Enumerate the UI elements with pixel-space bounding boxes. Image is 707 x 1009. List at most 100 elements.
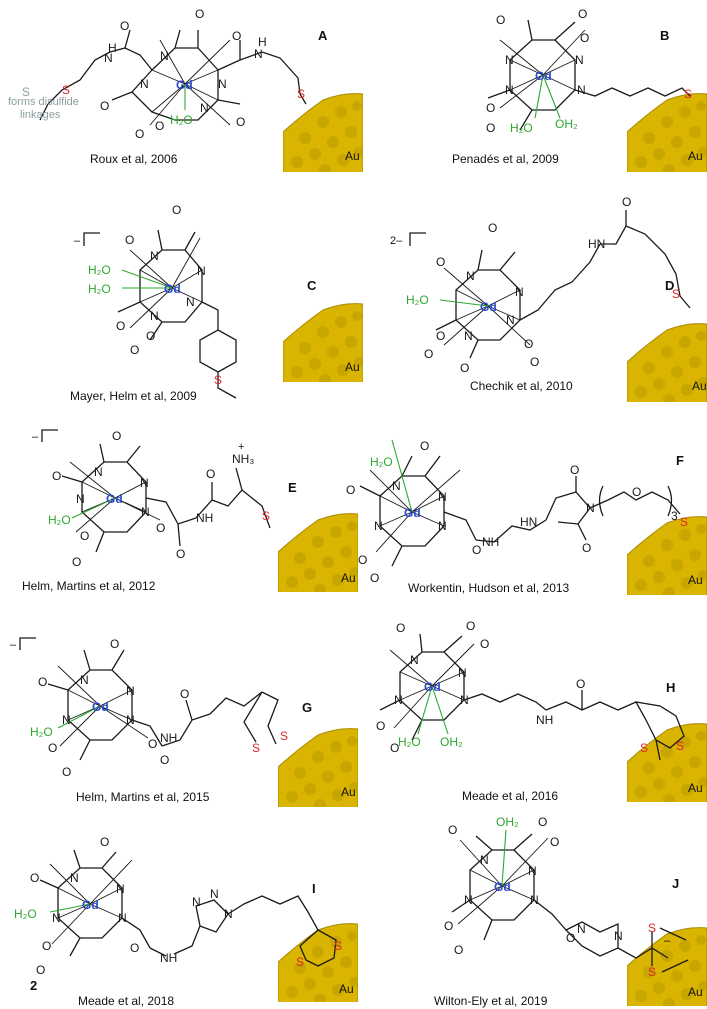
atom-o: O: [195, 7, 204, 21]
panel-citation: Roux et al, 2006: [90, 152, 178, 166]
atom-n: N: [80, 673, 89, 687]
water-bonds: [417, 685, 449, 735]
atom-o: O: [396, 621, 405, 635]
gadolinium-atom: Gd: [494, 880, 511, 894]
macrocycle-bonds: [111, 29, 241, 121]
atom-o: O: [146, 329, 155, 343]
atom-o: O: [100, 99, 109, 113]
atom-o: O: [622, 195, 631, 209]
coordination-bonds: [129, 237, 203, 329]
coordination-bonds: [57, 665, 149, 747]
atom-o: O: [370, 571, 379, 585]
gadolinium-atom: Gd: [164, 282, 181, 296]
atom-h: H: [108, 41, 117, 55]
water-bond: [391, 439, 413, 513]
dithiocarbamate-linker: [533, 899, 669, 966]
sulfur-atom: S: [648, 921, 656, 935]
atom-n: N: [458, 666, 467, 680]
atom-n: N: [140, 476, 149, 490]
atom-n: N: [374, 519, 383, 533]
sulfur-atom: S: [680, 515, 688, 529]
water-ligand: H₂O: [406, 293, 429, 307]
coordination-bonds: [457, 837, 549, 925]
sulfur-atom: S: [334, 939, 342, 953]
atom-o: O: [232, 29, 241, 43]
gold-label: Au: [688, 573, 703, 587]
atom-n: N: [438, 519, 447, 533]
water-bond: [49, 903, 91, 913]
atom-o: O: [486, 101, 495, 115]
atom-o: O: [100, 835, 109, 849]
atom-n: N: [104, 51, 113, 65]
atom-n: N: [118, 911, 127, 925]
macrocycle-bonds: [47, 649, 133, 761]
atom-n: N: [577, 922, 586, 936]
gadolinium-atom: Gd: [176, 78, 193, 92]
atom-o: O: [454, 943, 463, 957]
sulfur-atom: S: [297, 87, 305, 101]
gadolinium-atom: Gd: [480, 300, 497, 314]
panel-c: Au – Gd N N N N O O O O O H₂O H₂O S C Ma…: [70, 203, 363, 403]
atom-o: O: [436, 255, 445, 269]
panel-h: Au Gd N N N N O O O O O O NH H₂O OH₂ S S…: [376, 619, 707, 803]
atom-o: O: [80, 529, 89, 543]
water-ligand: H₂O: [510, 121, 533, 135]
atom-o: O: [466, 619, 475, 633]
atom-n: N: [460, 693, 469, 707]
water-ligand: H₂O: [88, 263, 111, 277]
gold-label: Au: [339, 982, 354, 996]
atom-o: O: [436, 329, 445, 343]
atom-o: O: [530, 355, 539, 369]
left-amide-arm: [39, 29, 153, 121]
maleimide-peg-linker: [443, 476, 681, 543]
panel-letter: B: [660, 28, 669, 43]
atom-o: O: [488, 221, 497, 235]
sulfur-atom: S: [214, 373, 222, 387]
atom-o: O: [72, 555, 81, 569]
atom-o: O: [42, 939, 51, 953]
atom-o: O: [580, 31, 589, 45]
charge-bracket: [41, 429, 58, 442]
dithiolane-ring: [305, 929, 337, 967]
right-amide-arm: [217, 40, 307, 105]
gold-label: Au: [688, 149, 703, 163]
atom-o: O: [486, 121, 495, 135]
atom-n: N: [197, 264, 206, 278]
panel-d: Au 2– Gd N N N N O O O O O O O O HN H₂O …: [390, 195, 707, 402]
alkyl-amide-linker: [519, 210, 691, 321]
atom-nh: NH: [482, 535, 499, 549]
atom-o: O: [62, 765, 71, 779]
gadolinium-atom: Gd: [92, 700, 109, 714]
water-bond: [501, 829, 507, 887]
water-bonds: [121, 269, 173, 289]
atom-o: O: [460, 361, 469, 375]
panel-letter: H: [666, 680, 675, 695]
atom-o: O: [480, 637, 489, 651]
atom-n: N: [200, 101, 209, 115]
atom-o: O: [538, 815, 547, 829]
water-bonds: [534, 74, 561, 119]
macrocycle-bonds: [487, 19, 576, 131]
sulfur-atom: S: [684, 87, 692, 101]
atom-h: H: [258, 35, 267, 49]
water-bond: [439, 299, 489, 307]
panel-i: Au Gd N N N N O O O O O NH N N N H₂O 2 S…: [14, 835, 358, 1008]
atom-n: N: [614, 929, 623, 943]
atom-n: N: [126, 684, 135, 698]
sulfur-atom: S: [62, 83, 70, 97]
atom-n: N: [506, 313, 515, 327]
panel-letter: J: [672, 876, 679, 891]
dithiolane-bonds: [659, 927, 689, 973]
panel-g: Au – Gd N N N N O O O O O O O NH H₂O S S…: [10, 637, 358, 807]
atom-n: N: [52, 911, 61, 925]
disulfide-note: forms disulfide linkages: [8, 96, 82, 121]
panel-citation: Mayer, Helm et al, 2009: [70, 389, 197, 403]
panel-letter: F: [676, 453, 684, 468]
atom-o: O: [52, 469, 61, 483]
atom-n: N: [94, 465, 103, 479]
atom-o: O: [632, 485, 641, 499]
sulfur-atom: S: [252, 741, 260, 755]
atom-o: O: [206, 467, 215, 481]
atom-nh: NH: [536, 713, 553, 727]
atom-hn: HN: [520, 515, 537, 529]
